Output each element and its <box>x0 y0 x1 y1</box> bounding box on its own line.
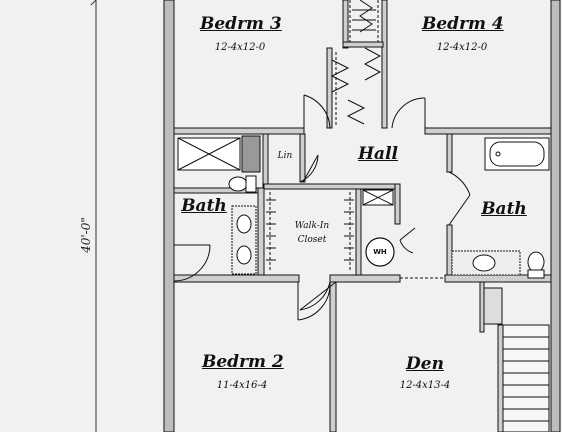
water-heater-label: WH <box>373 248 387 256</box>
right-bath-fixtures <box>451 137 550 279</box>
room-label-closet: Closet <box>297 235 327 245</box>
room-label-walkin: Walk-In <box>294 221 330 231</box>
interior-walls <box>173 0 552 432</box>
room-label-linen: Lin <box>277 151 293 161</box>
room-label-hall: Hall <box>358 144 398 164</box>
room-size-den: 12-4x13-4 <box>399 380 451 391</box>
room-label-bedrm2: Bedrm 2 <box>202 352 284 372</box>
room-size-bedrm2: 11-4x16-4 <box>216 380 268 391</box>
stairs <box>483 287 550 432</box>
room-size-bedrm3: 12-4x12-0 <box>214 42 266 53</box>
room-label-bath-right: Bath <box>481 199 527 219</box>
room-label-bedrm4: Bedrm 4 <box>422 14 504 34</box>
closet-ticks <box>266 9 376 261</box>
room-label-bedrm3: Bedrm 3 <box>200 14 282 34</box>
door-swings <box>173 94 471 321</box>
left-bath-fixtures <box>177 135 261 275</box>
bifold-doors <box>330 0 382 125</box>
closet-shelves <box>269 0 379 272</box>
overall-dimension-label: 40'-0" <box>79 217 93 253</box>
room-label-bath-left: Bath <box>181 196 227 216</box>
room-size-bedrm4: 12-4x12-0 <box>436 42 488 53</box>
water-heater-icon <box>365 237 395 267</box>
exterior-walls <box>163 0 561 432</box>
room-label-den: Den <box>406 354 444 374</box>
